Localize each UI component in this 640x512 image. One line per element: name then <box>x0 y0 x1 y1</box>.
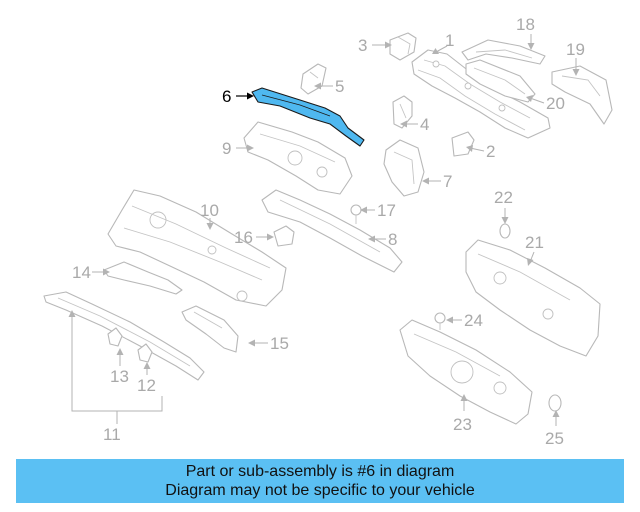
callout-1: 1 <box>445 31 454 50</box>
callout-12: 12 <box>137 376 156 395</box>
callout-11: 11 <box>103 425 121 444</box>
callout-6: 6 <box>222 87 231 106</box>
part-19-bracket <box>551 65 613 125</box>
callout-5: 5 <box>335 77 344 96</box>
callout-13: 13 <box>110 367 129 386</box>
info-banner: Part or sub-assembly is #6 in diagram Di… <box>16 459 624 503</box>
callout-3: 3 <box>358 36 367 55</box>
part-25-grommet <box>548 394 562 412</box>
part-2-plate <box>451 131 475 157</box>
callout-10: 10 <box>200 201 219 220</box>
banner-line-1: Part or sub-assembly is #6 in diagram <box>185 463 455 480</box>
part-18-strip <box>461 39 546 65</box>
callout-7: 7 <box>443 172 452 191</box>
part-6-highlighted <box>251 87 365 147</box>
callout-25: 25 <box>545 429 564 448</box>
part-21-insulator <box>465 239 601 357</box>
callout-24: 24 <box>464 311 483 330</box>
part-20-insulator <box>465 59 536 103</box>
callout-15: 15 <box>270 334 289 353</box>
callout-18: 18 <box>516 15 535 34</box>
part-23-insulator <box>399 319 533 425</box>
callout-4: 4 <box>420 115 429 134</box>
part-15-bracket <box>181 305 239 353</box>
part-12-bracket <box>137 343 153 363</box>
leader-6-highlighted <box>236 92 254 100</box>
callout-21: 21 <box>525 233 544 252</box>
leader-lines <box>68 34 580 426</box>
callout-16: 16 <box>234 228 253 247</box>
banner-line-2: Diagram may not be specific to your vehi… <box>165 482 475 499</box>
part-7-bracket <box>383 139 425 197</box>
part-8-member <box>261 189 403 273</box>
part-13-bracket <box>107 327 123 347</box>
part-22-grommet <box>499 223 511 239</box>
part-24-clip <box>434 312 446 330</box>
part-17-bolt <box>350 204 362 224</box>
part-16-bracket <box>273 225 295 247</box>
part-4-bracket <box>392 95 413 129</box>
callout-20: 20 <box>546 94 565 113</box>
callout-22: 22 <box>494 188 513 207</box>
callout-14: 14 <box>72 263 91 282</box>
part-5-clip <box>300 63 327 95</box>
callout-2: 2 <box>486 142 495 161</box>
parts-diagram: 1 2 3 4 5 6 7 8 9 10 11 12 13 14 15 16 1… <box>43 15 613 448</box>
callout-19: 19 <box>566 40 585 59</box>
part-1-cowl-panel <box>411 49 551 139</box>
part-14-strip <box>103 261 183 295</box>
callout-8: 8 <box>388 230 397 249</box>
callout-labels: 1 2 3 4 5 6 7 8 9 10 11 12 13 14 15 16 1… <box>72 15 585 448</box>
part-3-bracket <box>389 32 417 61</box>
part-10-dash-panel <box>107 189 287 307</box>
callout-23: 23 <box>453 415 472 434</box>
part-9-dash-upper <box>243 121 353 195</box>
callout-17: 17 <box>377 201 396 220</box>
callout-9: 9 <box>222 139 231 158</box>
